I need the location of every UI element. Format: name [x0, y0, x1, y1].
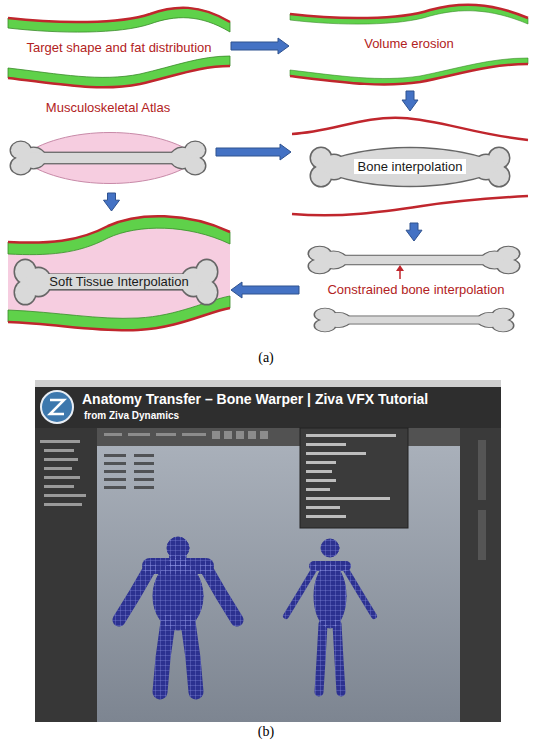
flow-arrow [231, 282, 299, 298]
bone [315, 309, 513, 332]
bone-outline [315, 309, 513, 332]
target-shape [8, 8, 230, 88]
bone [11, 142, 205, 174]
flow-arrow [231, 38, 289, 54]
skin-outline [8, 8, 230, 22]
skin-outline [8, 66, 230, 87]
bone [15, 260, 217, 304]
outliner-rows [40, 440, 86, 506]
subfigure-label: (b) [258, 724, 274, 740]
toolbar-icons [104, 431, 268, 439]
label-anchor: (a) [258, 350, 274, 366]
target-outline [292, 118, 528, 140]
fat-layer [290, 58, 528, 84]
process-panel: Soft Tissue Interpolation [8, 212, 230, 338]
skin-outline [290, 64, 528, 84]
label-anchor: Anatomy Transfer – Bone Warper | Ziva VF… [82, 391, 428, 408]
subfigure-label: (a) [258, 350, 274, 366]
video-channel: from Ziva Dynamics [84, 410, 179, 422]
fat-layer [8, 8, 230, 32]
character-wireframe [119, 537, 237, 692]
panel-label: Soft Tissue Interpolation [45, 274, 192, 289]
flow-arrow [406, 223, 422, 241]
eroded-shape [290, 5, 528, 85]
logo-mark [50, 400, 64, 414]
character-wireframe [286, 539, 374, 692]
flow-arrow [104, 193, 120, 211]
panel-label: Musculoskeletal Atlas [46, 100, 170, 115]
constraint-arrow-head [396, 265, 404, 271]
process-panel: Musculoskeletal Atlas [8, 96, 215, 192]
fat-layer [290, 5, 528, 24]
fat-layer [8, 56, 230, 87]
bone [311, 148, 509, 186]
flow-arrow [402, 91, 418, 111]
fat-layer [8, 216, 230, 254]
constraint-arrow [399, 270, 401, 279]
panel-tab [478, 510, 486, 560]
soft-tissue-illustration [8, 216, 230, 330]
panel-tab [478, 440, 486, 500]
flow-arrow [216, 144, 291, 160]
video-title: Anatomy Transfer – Bone Warper | Ziva VF… [82, 391, 428, 408]
slim-character [286, 539, 374, 692]
label-anchor: from Ziva Dynamics [84, 410, 179, 422]
logo [41, 391, 73, 423]
video-banner [35, 387, 501, 428]
skin-outline [290, 5, 528, 18]
atlas-illustration [11, 133, 205, 184]
bone-outline [11, 142, 205, 174]
target-outline [292, 196, 528, 215]
bone [309, 247, 519, 274]
panel-label: Constrained bone interpolation [327, 282, 504, 297]
muscular-character [119, 537, 237, 692]
viewport-stats [104, 454, 154, 489]
constrained-bone-illustration [309, 247, 519, 332]
menu-rows [306, 434, 396, 518]
fat-layer [8, 296, 230, 330]
window [35, 380, 501, 722]
panel-label: Bone interpolation [354, 159, 467, 174]
skin-outline [8, 308, 230, 330]
panel-label: Volume erosion [364, 36, 454, 51]
process-panel: Constrained bone interpolation [300, 242, 528, 338]
process-panel: Volume erosion [290, 2, 528, 90]
bone-outline [15, 260, 217, 304]
label-anchor: (b) [258, 724, 274, 740]
bone-outline [311, 148, 509, 186]
outliner-panel [35, 428, 97, 722]
skin-outline [8, 216, 230, 242]
process-panel: Bone interpolation [292, 112, 528, 222]
maya-screenshot [35, 380, 501, 722]
bone-interpolation-illustration [292, 118, 528, 215]
dropdown-menu [300, 428, 408, 528]
bone-outline [309, 247, 519, 274]
panel-label: Target shape and fat distribution [26, 40, 211, 55]
process-panel: Target shape and fat distribution [8, 0, 230, 92]
attribute-panel [460, 428, 501, 722]
title-strip [35, 380, 501, 387]
